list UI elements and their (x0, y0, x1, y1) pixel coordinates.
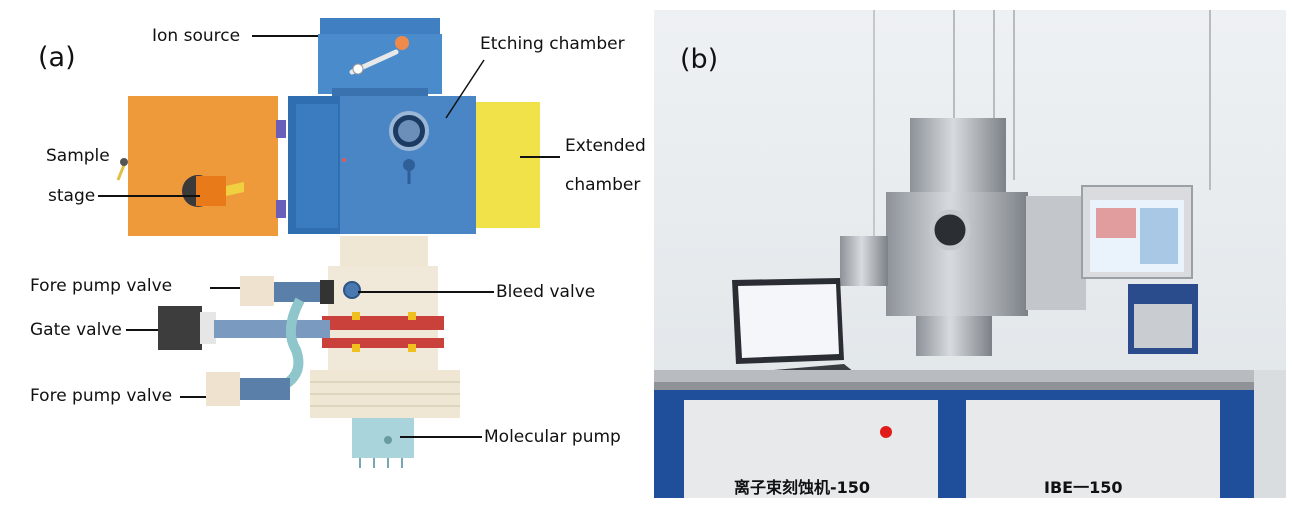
etching-chamber-box (288, 96, 476, 234)
label-bleed-valve: Bleed valve (496, 282, 596, 302)
leader-sample-stage (98, 195, 200, 197)
leader-extended-chamber (520, 156, 560, 158)
power-indicator-led (880, 426, 892, 438)
leader-ion-source (252, 35, 318, 37)
label-molecular-pump: Molecular pump (484, 427, 621, 447)
label-sample-stage-1: Sample (46, 146, 110, 166)
chamber-schematic (116, 18, 540, 468)
cabinet-label-right: IBE一150 (1044, 478, 1123, 497)
sample-stage-box (116, 96, 286, 236)
label-extended-chamber-2: chamber (565, 175, 641, 195)
label-gate-valve: Gate valve (30, 320, 122, 340)
leader-fore-pump-valve-bottom (180, 396, 206, 398)
label-etching-chamber: Etching chamber (480, 34, 625, 54)
leader-fore-pump-valve-top (210, 287, 240, 289)
leader-molecular-pump (400, 436, 482, 438)
panel-b-letter: (b) (680, 44, 719, 75)
label-extended-chamber-1: Extended (565, 136, 646, 156)
label-ion-source: Ion source (152, 26, 241, 46)
label-fore-pump-valve-top: Fore pump valve (30, 276, 173, 296)
leader-gate-valve (126, 329, 158, 331)
panel-b-photo: (b) 离子束刻蚀机-150 IBE一150 (654, 10, 1286, 498)
extended-chamber-box (476, 102, 540, 228)
molecular-pump-column (310, 236, 460, 468)
label-sample-stage-2: stage (48, 186, 96, 206)
cabinet-label-left: 离子束刻蚀机-150 (734, 478, 871, 497)
valves-and-piping (158, 276, 361, 406)
photo-illustration (654, 10, 1286, 498)
label-fore-pump-valve-bottom: Fore pump valve (30, 386, 173, 406)
ion-source-cylinder (318, 18, 442, 98)
panel-a-letter: (a) (38, 42, 76, 73)
leader-bleed-valve (358, 291, 494, 293)
